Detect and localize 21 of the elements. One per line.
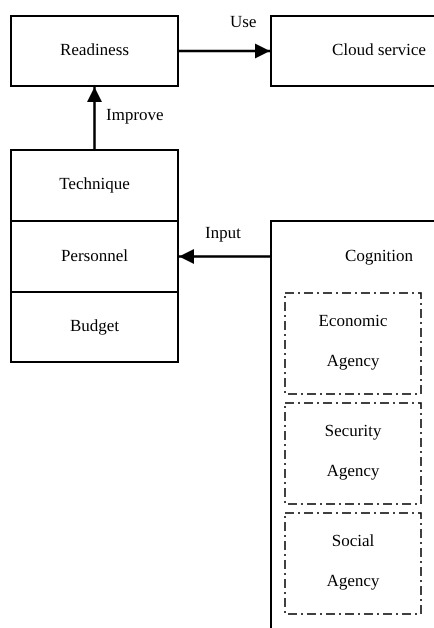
- node-label: Cloud service: [331, 40, 427, 60]
- node-label: Readiness: [59, 40, 130, 60]
- node-label: Security Agency: [324, 420, 382, 482]
- node-label: Social Agency: [326, 530, 380, 592]
- arrow: [179, 44, 270, 58]
- node-label: Cognition: [344, 246, 414, 266]
- process-box: [270, 220, 434, 628]
- process-box: [270, 15, 434, 87]
- arrow: [87, 87, 102, 149]
- process-box: [10, 149, 179, 222]
- group-box: [284, 292, 422, 395]
- group-box: [284, 402, 422, 505]
- node-label: Personnel: [60, 246, 130, 266]
- process-box: [10, 15, 179, 87]
- node-label: Economic Agency: [318, 310, 388, 372]
- node-label: Budget: [68, 316, 120, 336]
- process-box: [10, 291, 179, 363]
- node-label: Technique: [58, 174, 131, 194]
- process-box: [10, 220, 179, 293]
- arrow: [179, 249, 270, 264]
- group-box: [284, 512, 422, 615]
